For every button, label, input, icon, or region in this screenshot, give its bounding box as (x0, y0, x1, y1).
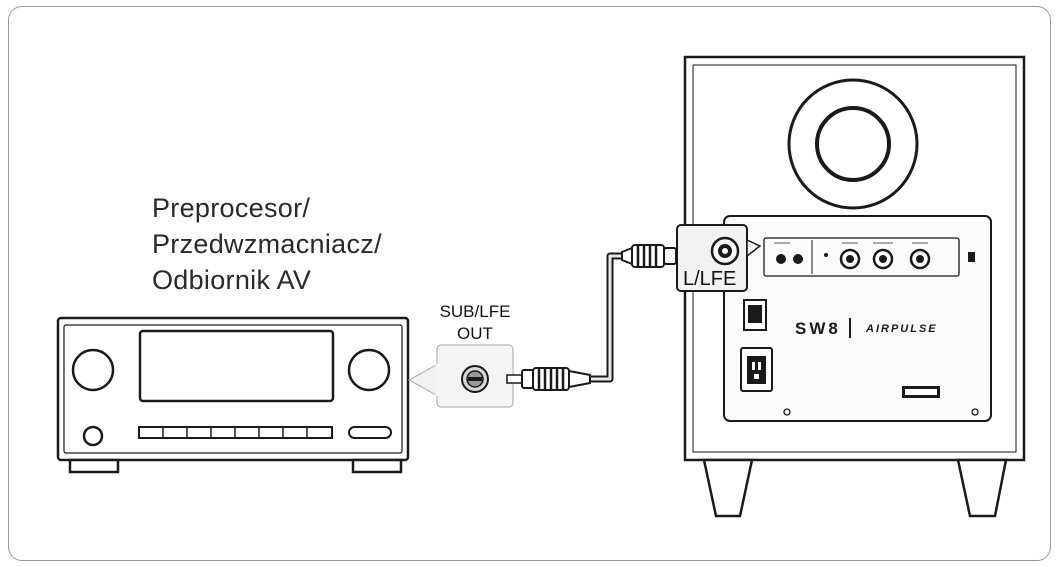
lfe-input-callout (676, 224, 762, 292)
subwoofer-model-text: SW8 (795, 319, 841, 338)
sub-lfe-out-label-line-2: OUT (457, 324, 493, 343)
receiver-label-line-2: Przedwzmacniacz/ (152, 229, 382, 259)
diagram-frame (8, 6, 1051, 561)
receiver-label: Preprocesor/ Przedwzmacniacz/ Odbiornik … (152, 190, 382, 298)
av-receiver (56, 316, 410, 474)
receiver-port-callout (407, 344, 514, 408)
sub-lfe-out-label-line-1: SUB/LFE (439, 302, 511, 321)
rca-cable (506, 244, 691, 391)
sub-lfe-out-label: SUB/LFE OUT (436, 301, 514, 345)
receiver-label-line-3: Odbiornik AV (152, 265, 312, 295)
receiver-label-line-1: Preprocesor/ (152, 193, 311, 223)
lfe-input-label: L/LFE (683, 268, 737, 290)
subwoofer-brand-text: AIRPULSE (865, 323, 938, 335)
